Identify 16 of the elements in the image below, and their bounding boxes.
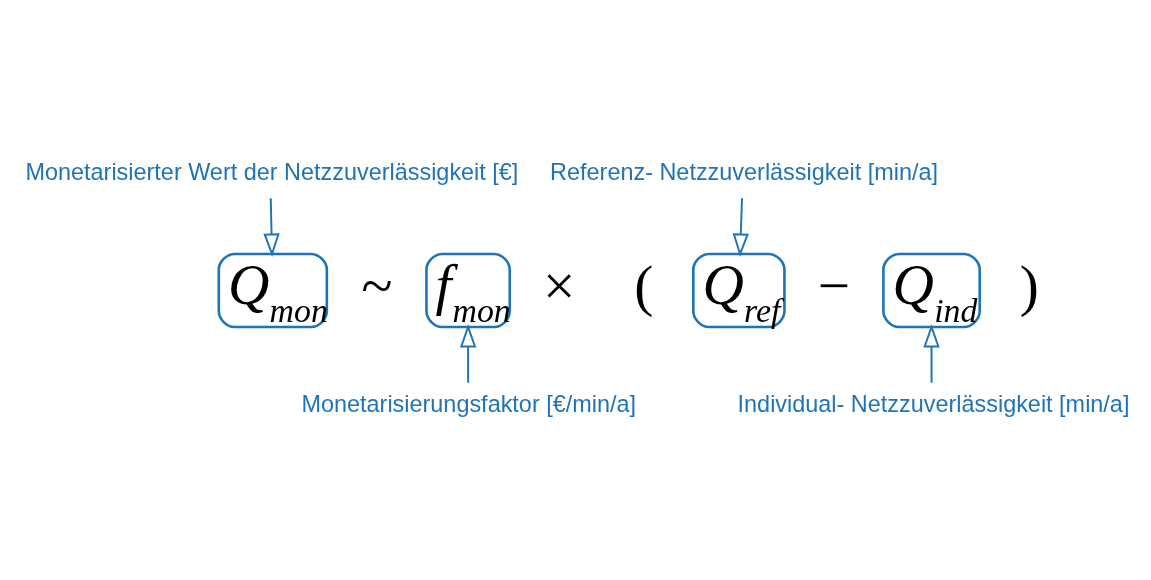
node-box: Q$_{ind}$ — [882, 252, 981, 328]
arrow — [459, 323, 477, 384]
arrow — [923, 323, 940, 384]
node-text: Referenz- Netzzuverlässigkeit [min/a] — [550, 158, 939, 185]
label: ~ — [361, 253, 393, 317]
node-text: Monetarisierter Wert der Netzzuverlässigkeit [€] — [25, 158, 519, 185]
label: ) — [1019, 253, 1039, 317]
node-text: Monetarisierungsfaktor [€/min/a] — [301, 390, 637, 417]
node-box: f$_{mon}$ — [425, 252, 512, 328]
node-box: Q$_{ref}$ — [692, 252, 786, 328]
node-text: Individual- Netzzuverlässigkeit [min/a] — [737, 390, 1130, 417]
label: × — [543, 253, 576, 317]
arrow — [263, 196, 280, 257]
arrow — [732, 196, 749, 257]
label: ( — [634, 253, 654, 317]
label: − — [817, 253, 851, 317]
